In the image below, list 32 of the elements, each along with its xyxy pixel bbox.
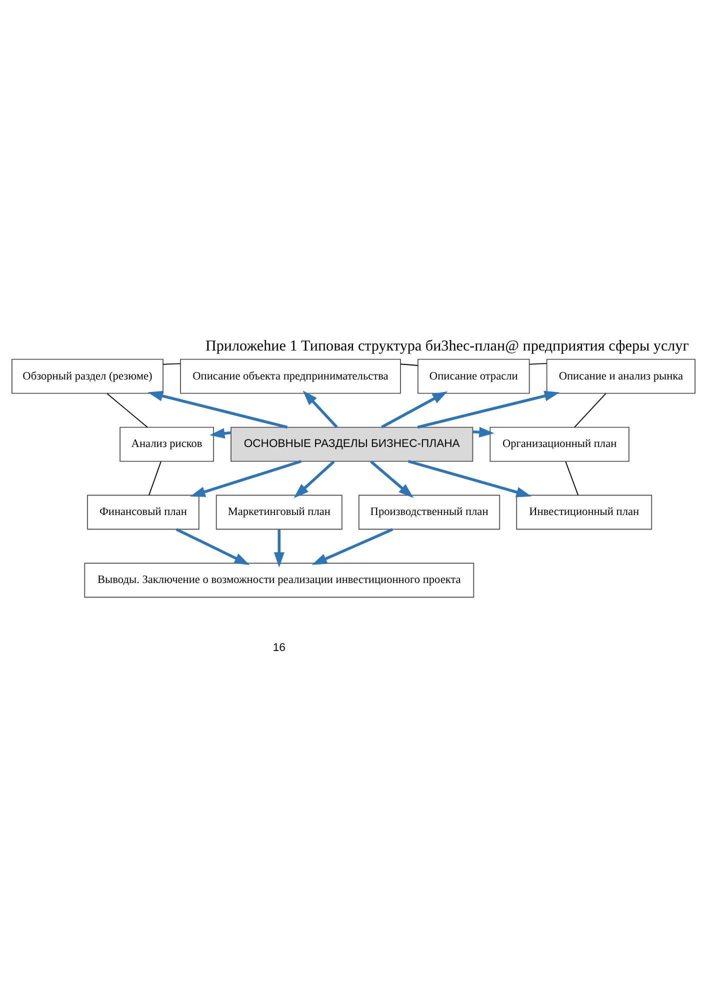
node-box: Организационный план [490,426,630,462]
node-box: Маркетинговый план [216,494,342,530]
connector [400,364,418,366]
arrow [294,460,335,498]
arrow [312,528,394,565]
connector [574,393,606,428]
node-box: Финансовый план [87,494,200,530]
node-box: Выводы. Заключение о возможности реализации инвестиционного проекта [84,562,474,598]
node-box: Описание объекта предпринимательства [180,358,401,394]
node-box: Обзорный раздел (резюме) [11,358,164,394]
connector [565,461,579,496]
node-box: Описание и анализ рынка [546,358,696,394]
node-box: Анализ рисков [120,426,214,462]
arrow [381,391,448,428]
connector [162,363,181,365]
arrow [176,528,250,565]
label: 16 [272,642,286,654]
node-box: Инвестиционный план [516,494,652,530]
arrow [274,530,284,568]
node-box: ОСНОВНЫЕ РАЗДЕЛЫ БИЗНЕС-ПЛАНА [230,426,474,462]
connector [106,393,148,428]
arrow [190,460,302,497]
arrow [148,390,288,429]
node-box: Описание отрасли [417,358,530,394]
arrow [370,460,414,498]
connector [528,363,548,365]
arrow [417,390,560,429]
diagram-title: Приложеhие 1 Типовая структура би3hec-план@ предприятия сферы услуг [205,338,689,355]
arrow [302,390,338,428]
arrow [408,460,532,498]
connector [148,461,162,496]
node-box: Производственный план [358,494,500,530]
